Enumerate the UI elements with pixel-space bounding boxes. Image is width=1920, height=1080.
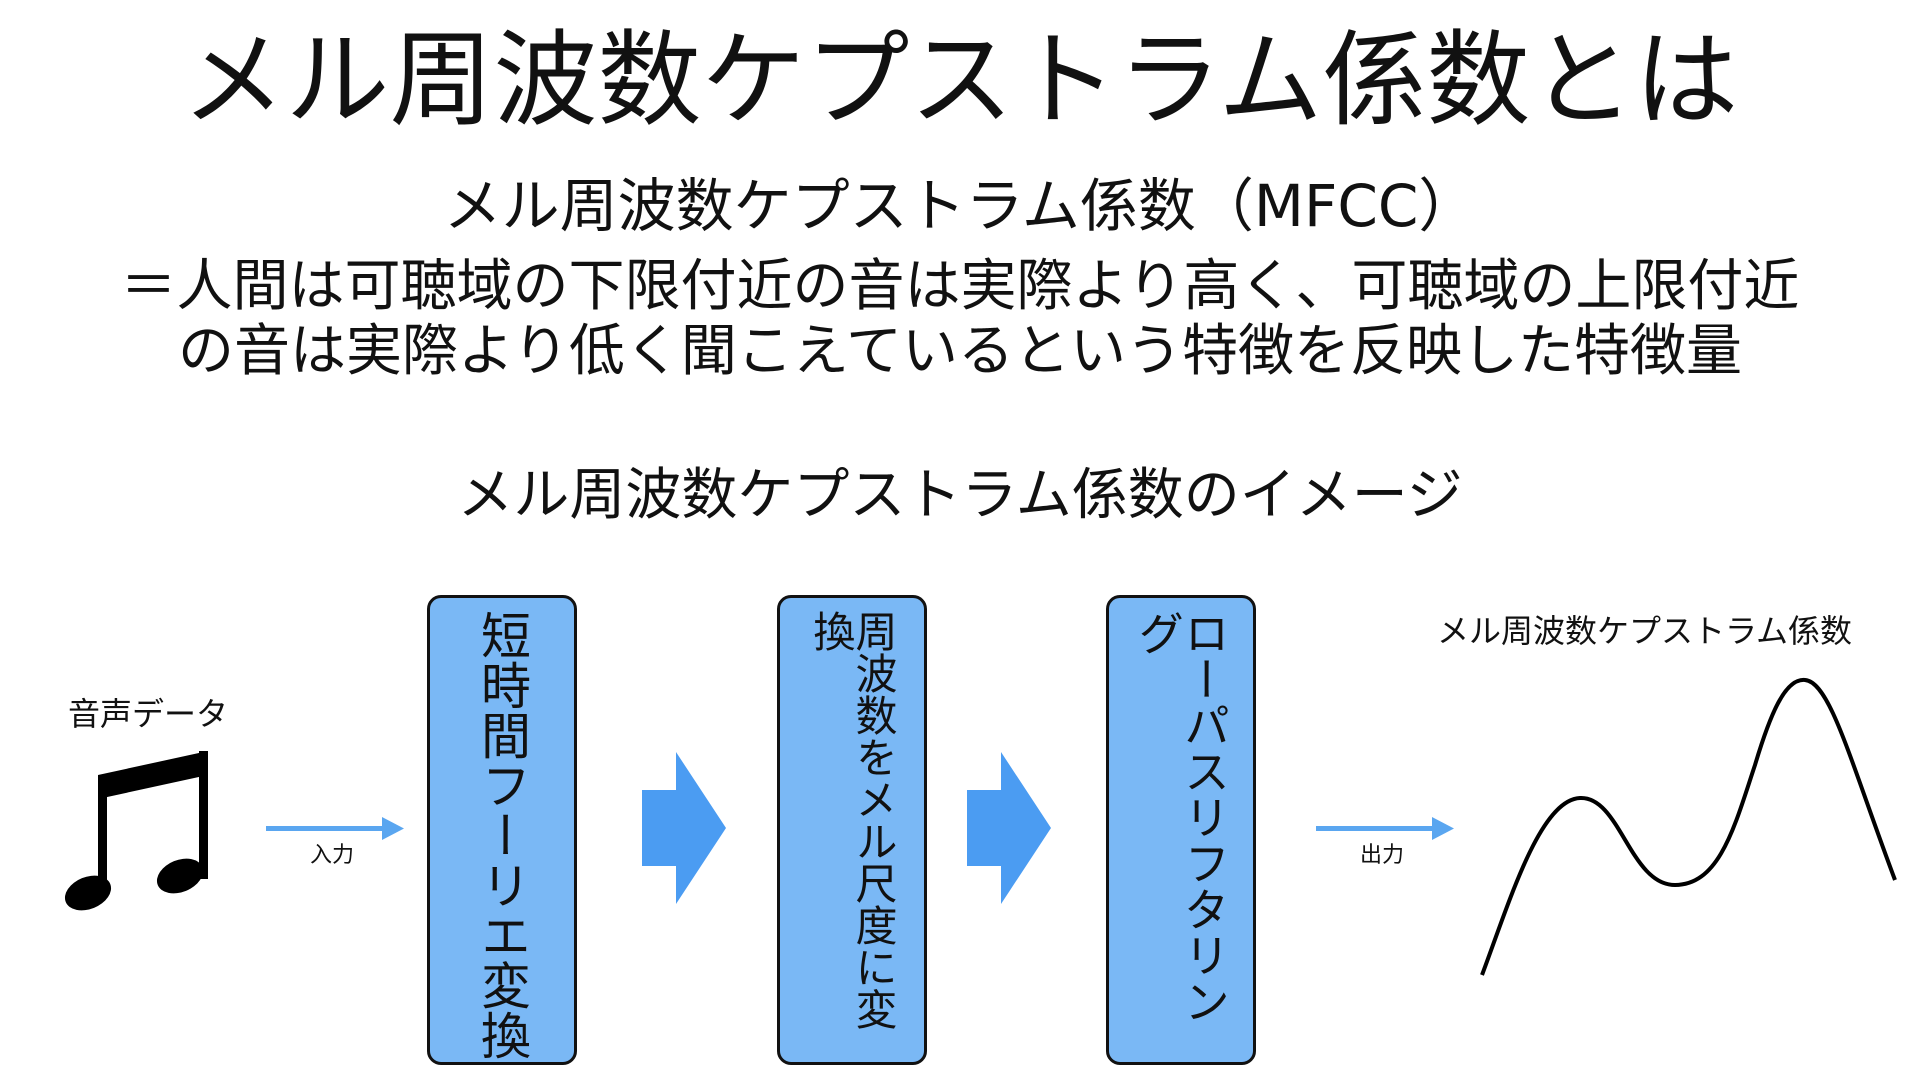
definition: ＝人間は可聴域の下限付近の音は実際より高く、可聴域の上限付近 の音は実際より低く… bbox=[60, 254, 1860, 385]
input-arrow-label: 入力 bbox=[310, 843, 355, 868]
step-label-stft: 短時間フーリエ変換 bbox=[473, 610, 531, 1060]
image-heading: メル周波数ケプストラム係数のイメージ bbox=[457, 463, 1463, 528]
flow-arrow-1 bbox=[642, 752, 726, 904]
output-label: メル周波数ケプストラム係数 bbox=[1437, 612, 1853, 650]
input-arrow bbox=[266, 817, 404, 840]
input-label: 音声データ bbox=[68, 695, 229, 733]
output-arrow bbox=[1316, 817, 1454, 840]
definition-line-2: の音は実際より低く聞こえているという特徴を反映した特徴量 bbox=[177, 318, 1743, 384]
page-title: メル周波数ケプストラム係数とは bbox=[181, 19, 1739, 141]
step-label-liftering: ローパスリフタリング bbox=[1131, 610, 1231, 1024]
step-label-mel: 周波数をメル尺度に変換 bbox=[807, 610, 898, 1030]
step-box-stft: 短時間フーリエ変換 bbox=[427, 595, 577, 1065]
flow-arrow-2 bbox=[967, 752, 1051, 904]
wave-curve-icon bbox=[1480, 678, 1897, 976]
step-box-liftering: ローパスリフタリング bbox=[1106, 595, 1256, 1065]
subtitle: メル周波数ケプストラム係数（MFCC） bbox=[443, 172, 1477, 240]
music-note-icon bbox=[64, 751, 208, 911]
definition-line-1: ＝人間は可聴域の下限付近の音は実際より高く、可聴域の上限付近 bbox=[120, 254, 1800, 319]
step-box-mel: 周波数をメル尺度に変換 bbox=[777, 595, 927, 1065]
output-arrow-label: 出力 bbox=[1360, 843, 1405, 868]
